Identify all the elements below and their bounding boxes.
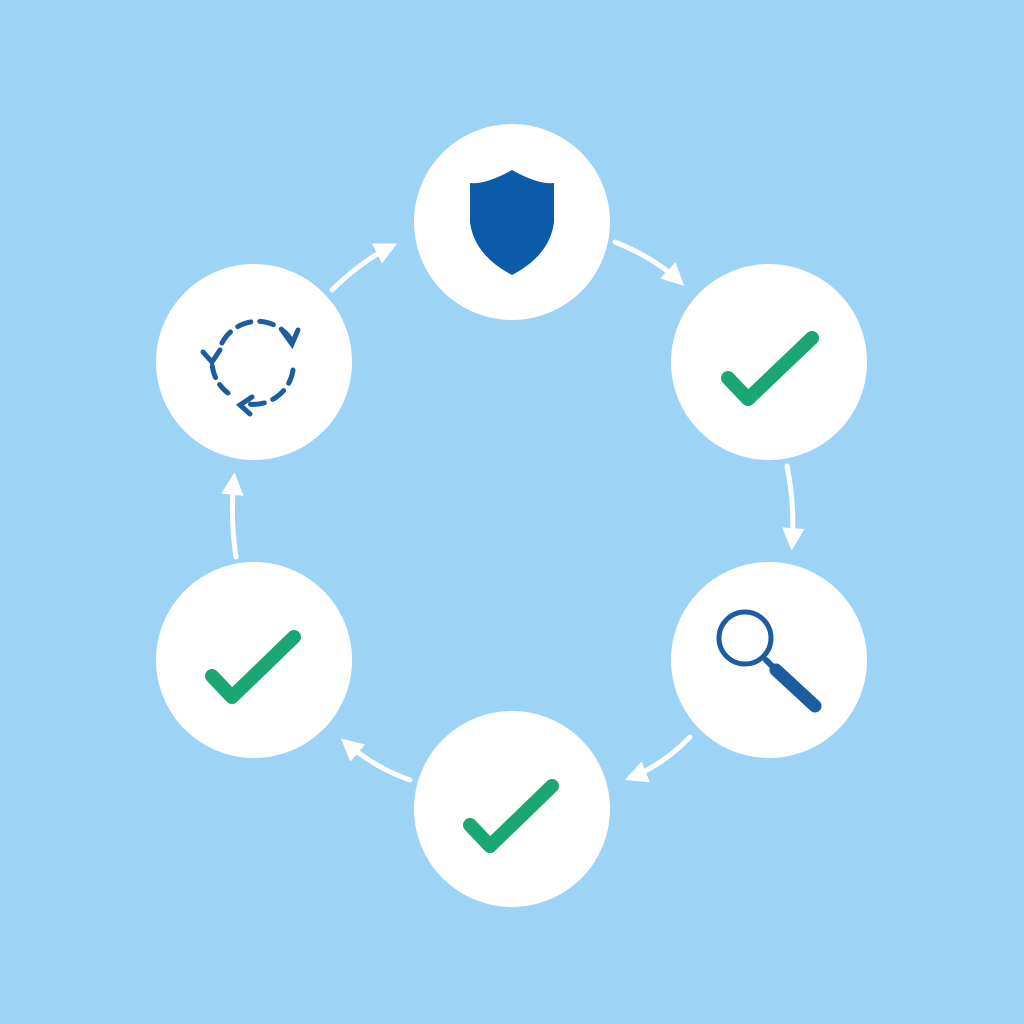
refresh-cycle-icon	[200, 318, 301, 417]
node-refresh	[156, 264, 352, 460]
node-check-2	[414, 711, 610, 907]
node-check-3	[156, 562, 352, 758]
arrow-shield-to-check-1	[612, 239, 685, 286]
checkmark-icon	[463, 779, 559, 853]
node-check-1	[671, 264, 867, 460]
arrow-check-3-to-refresh	[221, 472, 244, 560]
checkmark-icon	[721, 331, 819, 406]
node-search	[671, 562, 867, 758]
checkmark-icon	[205, 630, 301, 704]
magnifier-icon	[716, 609, 822, 713]
connector-arrows	[221, 239, 805, 783]
arrow-search-to-check-2	[624, 734, 693, 783]
node-shield	[414, 124, 610, 320]
shield-icon	[470, 170, 554, 275]
arrow-check-1-to-search	[782, 463, 805, 551]
arrow-check-2-to-check-3	[340, 738, 413, 783]
arrow-refresh-to-shield	[329, 243, 398, 293]
